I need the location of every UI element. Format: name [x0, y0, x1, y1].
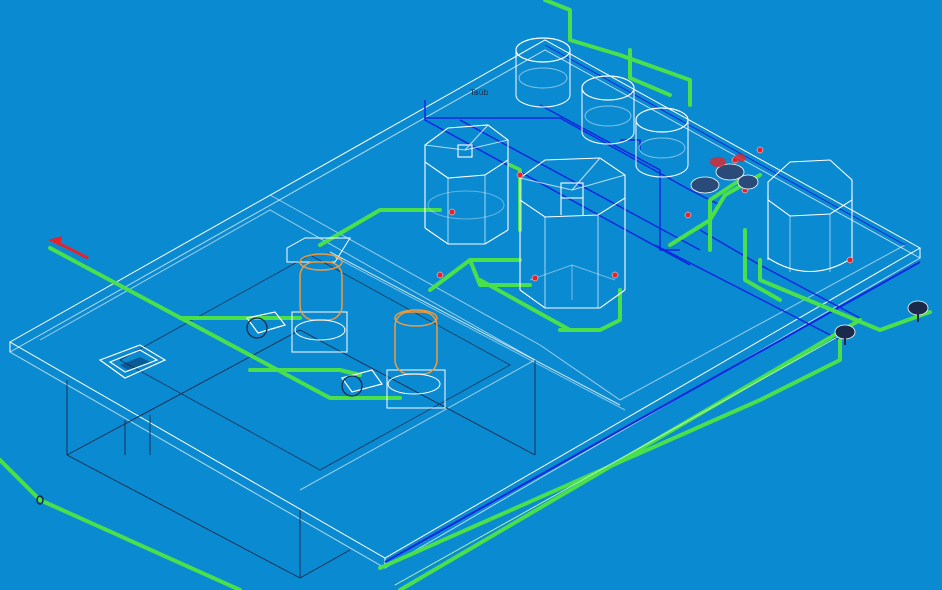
handwheel-valve-2[interactable]	[907, 300, 929, 322]
basin-structure	[8, 39, 922, 579]
pump-2[interactable]	[341, 309, 446, 409]
pump-cluster[interactable]	[690, 154, 759, 194]
settling-tank-octagonal-2[interactable]	[519, 157, 626, 309]
dosing-tank-1[interactable]	[515, 37, 571, 108]
round-tank-large[interactable]	[767, 159, 853, 273]
handwheel-valve-1[interactable]	[834, 324, 856, 345]
settling-tank-octagonal-1[interactable]	[424, 124, 509, 245]
tank-tag-label: Taüb	[469, 88, 489, 97]
flow-direction-arrow	[48, 236, 89, 260]
dosing-tank-2[interactable]	[581, 75, 635, 145]
blue-pipe-network	[424, 100, 861, 341]
sump-box[interactable]	[98, 344, 167, 379]
dosing-tank-3[interactable]	[635, 107, 689, 178]
pump-1[interactable]	[245, 237, 351, 353]
pipe-coupling	[36, 495, 44, 505]
